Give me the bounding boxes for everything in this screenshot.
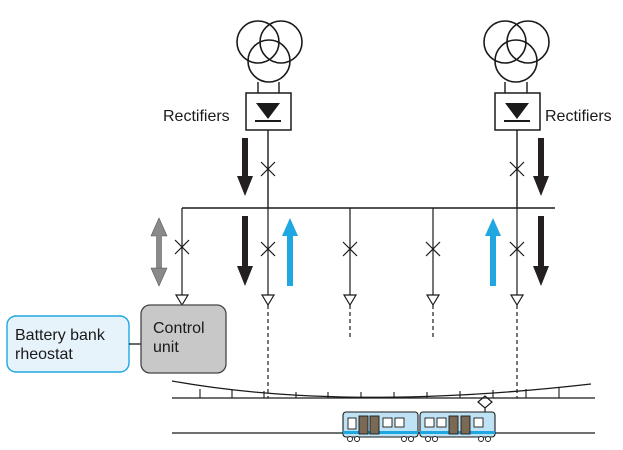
rectifiers-right-label: Rectifiers [545,108,612,125]
catenary-wire [171,380,592,398]
control-unit-label-line1: Control [153,320,205,337]
up-arrow-right-icon [485,218,501,286]
feeder-2 [342,208,358,340]
down-arrow-right-lower-icon [533,216,549,286]
bidirectional-arrow-icon [150,217,168,287]
feeder-1 [260,208,276,398]
breaker-left-upper-x-icon [260,161,276,177]
pantograph-icon [477,395,493,412]
battery-bank-label-line2: rheostat [15,346,73,363]
control-unit-box: Control unit [140,304,227,374]
transformer-left-icon [236,20,303,83]
feeder-4 [509,208,525,398]
feeder-3 [425,208,441,340]
rail-ties [199,388,560,398]
transformer-right-leads [504,82,528,93]
fuse-triangle-icon [342,294,358,307]
transformer-right-icon [483,20,550,83]
control-unit-label-line2: unit [153,339,179,356]
rectifier-left-icon [245,92,292,131]
battery-bank-box: Battery bank rheostat [6,315,130,373]
down-arrow-left-lower-icon [237,216,253,286]
breaker-right-upper-x-icon [509,161,525,177]
train-icon [342,395,496,442]
transformer-left-leads [257,82,280,93]
fuse-triangle-icon [260,294,276,307]
down-arrow-left-upper-icon [237,138,253,196]
fuse-triangle-icon [174,294,190,307]
up-arrow-left-icon [282,218,298,286]
fuse-triangle-icon [509,294,525,307]
rectifiers-left-label: Rectifiers [163,108,230,125]
down-arrow-right-upper-icon [533,138,549,196]
feeder-storage [174,208,190,307]
fuse-triangle-icon [425,294,441,307]
rectifier-right-icon [494,92,541,131]
battery-bank-label-line1: Battery bank [15,327,106,344]
